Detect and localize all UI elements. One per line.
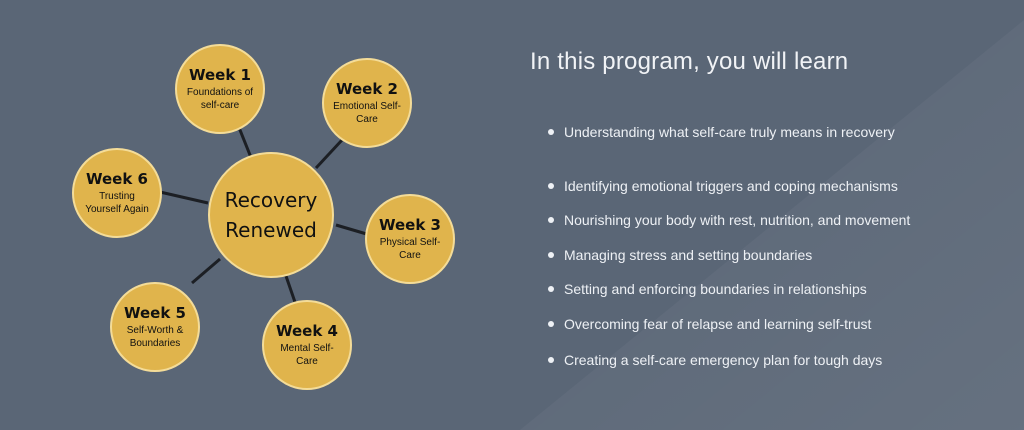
bullet-icon xyxy=(548,129,554,135)
learning-item-4: Managing stress and setting boundaries xyxy=(544,245,924,265)
bullet-icon xyxy=(548,252,554,258)
learning-item-2-text: Identifying emotional triggers and copin… xyxy=(564,178,898,194)
connector-week-6 xyxy=(159,190,209,205)
center-node: Recovery Renewed xyxy=(208,152,334,278)
week-6-node: Week 6 Trusting Yourself Again xyxy=(72,148,162,238)
center-label-line-1: Recovery xyxy=(224,188,318,212)
bullet-icon xyxy=(548,286,554,292)
week-2-subtitle: Emotional Self-Care xyxy=(333,101,401,125)
week-6-title: Week 6 xyxy=(86,170,148,188)
bullet-icon xyxy=(548,183,554,189)
learning-item-1-text: Understanding what self-care truly means… xyxy=(564,124,895,140)
learning-item-3-text: Nourishing your body with rest, nutritio… xyxy=(564,212,911,228)
learning-item-7-text: Creating a self-care emergency plan for … xyxy=(564,352,883,368)
week-3-subtitle: Physical Self-Care xyxy=(379,237,441,261)
bullet-icon xyxy=(548,321,554,327)
week-6-subtitle: Trusting Yourself Again xyxy=(85,191,149,215)
learning-item-6: Overcoming fear of relapse and learning … xyxy=(544,314,924,334)
learning-item-4-text: Managing stress and setting boundaries xyxy=(564,247,813,263)
bullet-icon xyxy=(548,357,554,363)
learning-item-6-text: Overcoming fear of relapse and learning … xyxy=(564,316,872,332)
week-3-node: Week 3 Physical Self-Care xyxy=(365,194,455,284)
week-2-title: Week 2 xyxy=(336,80,398,98)
week-1-subtitle: Foundations of self-care xyxy=(186,87,254,111)
connector-week-1 xyxy=(236,124,254,161)
week-1-title: Week 1 xyxy=(189,66,251,84)
learning-item-5-text: Setting and enforcing boundaries in rela… xyxy=(564,281,867,297)
connector-week-2 xyxy=(314,138,344,170)
weekly-program-diagram: Recovery Renewed Week 1 Foundations of s… xyxy=(72,44,455,390)
learning-heading: In this program, you will learn xyxy=(530,48,849,75)
week-4-title: Week 4 xyxy=(276,322,338,340)
bullet-icon xyxy=(548,217,554,223)
learning-item-2: Identifying emotional triggers and copin… xyxy=(544,176,924,196)
learning-item-7: Creating a self-care emergency plan for … xyxy=(544,350,924,370)
learning-item-1: Understanding what self-care truly means… xyxy=(544,122,924,142)
week-3-title: Week 3 xyxy=(379,216,441,234)
week-5-title: Week 5 xyxy=(124,304,186,322)
connector-week-5 xyxy=(191,257,221,285)
week-5-node: Week 5 Self-Worth & Boundaries xyxy=(110,282,200,372)
learning-item-3: Nourishing your body with rest, nutritio… xyxy=(544,210,924,230)
week-5-subtitle: Self-Worth & Boundaries xyxy=(126,325,184,349)
learning-outcomes-panel: In this program, you will learn Understa… xyxy=(530,48,1010,368)
learning-item-5: Setting and enforcing boundaries in rela… xyxy=(544,279,924,299)
week-4-subtitle: Mental Self-Care xyxy=(280,343,334,367)
center-label-line-2: Renewed xyxy=(225,218,317,242)
connector-week-3 xyxy=(335,223,371,237)
week-4-node: Week 4 Mental Self-Care xyxy=(262,300,352,390)
week-2-node: Week 2 Emotional Self-Care xyxy=(322,58,412,148)
week-1-node: Week 1 Foundations of self-care xyxy=(175,44,265,134)
